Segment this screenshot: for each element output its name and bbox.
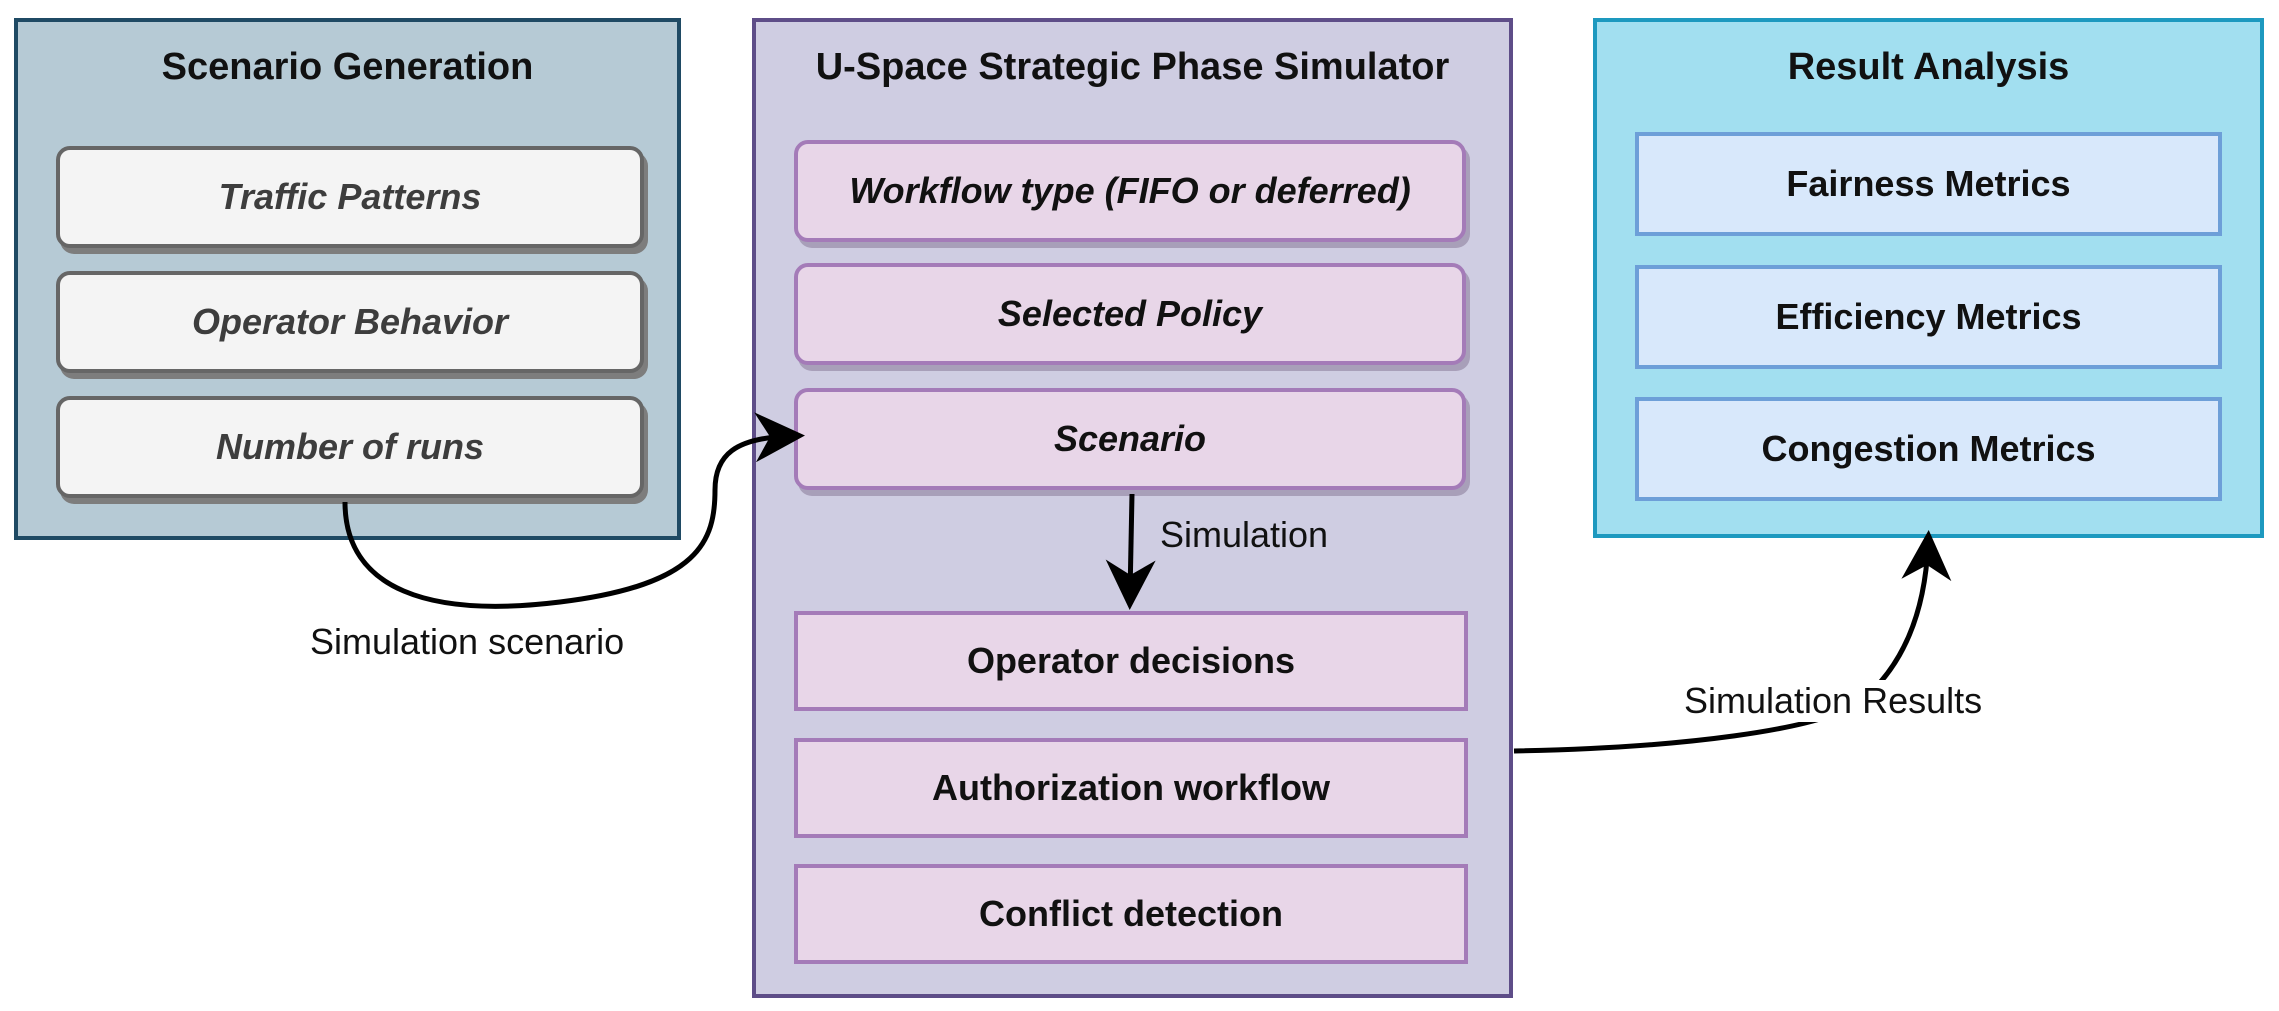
selected-policy-box: Selected Policy	[794, 263, 1466, 365]
number-of-runs-box: Number of runs	[56, 396, 644, 498]
efficiency-metrics-box: Efficiency Metrics	[1635, 265, 2222, 369]
scenario-generation-panel: Scenario Generation Traffic Patterns Ope…	[14, 18, 681, 540]
simulation-results-label: Simulation Results	[1680, 680, 1987, 722]
scenario-box: Scenario	[794, 388, 1466, 490]
operator-behavior-box: Operator Behavior	[56, 271, 644, 373]
workflow-type-box: Workflow type (FIFO or deferred)	[794, 140, 1466, 242]
authorization-workflow-box: Authorization workflow	[794, 738, 1468, 838]
congestion-metrics-box: Congestion Metrics	[1635, 397, 2222, 501]
scenario-generation-title: Scenario Generation	[161, 46, 534, 88]
fairness-metrics-box: Fairness Metrics	[1635, 132, 2222, 236]
scenario-to-operator-decisions-connector	[1105, 493, 1156, 610]
simulation-label: Simulation	[1160, 514, 1329, 555]
simulator-panel: U-Space Strategic Phase Simulator Workfl…	[752, 18, 1513, 998]
simulator-title: U-Space Strategic Phase Simulator	[815, 46, 1450, 88]
traffic-patterns-box: Traffic Patterns	[56, 146, 644, 248]
result-analysis-panel: Result Analysis Fairness Metrics Efficie…	[1593, 18, 2264, 538]
operator-decisions-box: Operator decisions	[794, 611, 1468, 711]
conflict-detection-box: Conflict detection	[794, 864, 1468, 964]
simulation-scenario-label: Simulation scenario	[306, 621, 629, 663]
result-analysis-title: Result Analysis	[1787, 46, 2070, 88]
scenario-to-simulator-connector	[342, 412, 805, 609]
